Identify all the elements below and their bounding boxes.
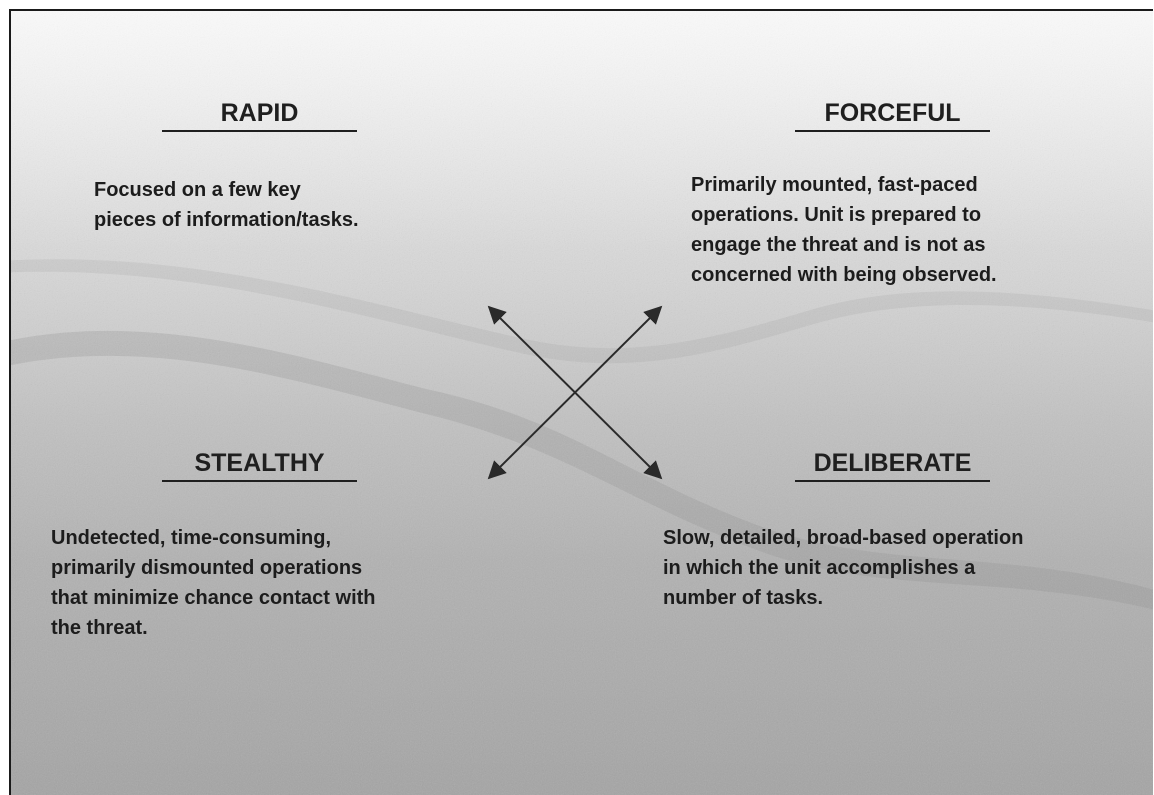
deliberate-description: Slow, detailed, broad-based operation in… — [663, 527, 1024, 609]
deliberate-underline — [795, 480, 990, 482]
stealthy-heading: STEALTHY — [194, 449, 325, 477]
crossing-arrows — [487, 305, 663, 480]
diagram-frame: RAPID Focused on a few key pieces of inf… — [9, 9, 1153, 795]
deliberate-heading: DELIBERATE — [813, 449, 972, 477]
forceful-description: Primarily mounted, fast-paced operations… — [691, 174, 997, 286]
stealthy-description: Undetected, time-consuming, primarily di… — [51, 527, 376, 639]
stealthy-underline — [162, 480, 357, 482]
rapid-underline — [162, 130, 357, 132]
forceful-heading: FORCEFUL — [824, 99, 961, 127]
rapid-description: Focused on a few key pieces of informati… — [94, 179, 359, 231]
rapid-heading: RAPID — [220, 99, 299, 127]
stealthy-forceful-arrow — [487, 305, 663, 480]
forceful-underline — [795, 130, 990, 132]
